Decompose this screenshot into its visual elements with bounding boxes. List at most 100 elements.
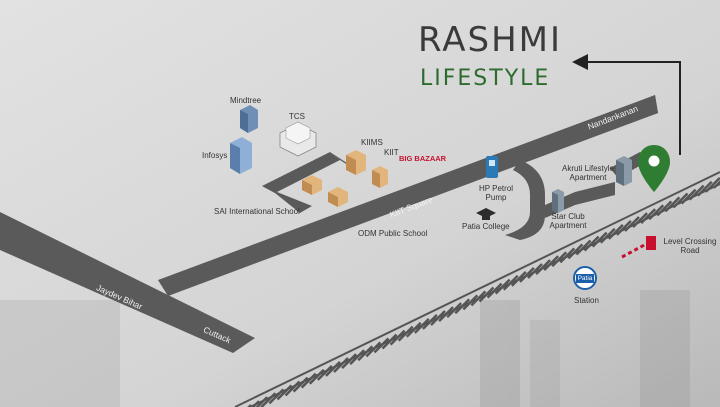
building-icon-infosys [230,137,252,174]
railway-sleeper [381,333,398,350]
railway-sleeper [494,278,511,295]
label-hp-petrol-2: Pump [485,193,507,202]
road-akruti-loop [505,160,545,240]
railway-sleeper [551,251,568,268]
label-infosys: Infosys [202,151,228,160]
railway-sleeper [704,176,720,193]
railway-sleeper [373,337,390,354]
railway-sleeper [430,310,446,326]
railway-sleeper [292,376,309,393]
building-icon-mindtree [240,105,258,133]
railway-sleeper [640,208,657,225]
railway-sleeper [664,196,681,213]
railway-sleeper [672,192,689,209]
railway-sleeper [680,188,697,205]
station-icon: Patia [573,266,597,290]
railway-sleeper [349,349,366,366]
road-kiit-square [158,95,658,296]
location-pin-icon [638,145,670,192]
arrow-icon [572,54,681,155]
label-patia-college: Patia College [462,222,510,231]
railway-sleeper [341,353,357,369]
railway-sleeper [583,235,600,252]
road-school-loop [262,152,340,193]
petrol-pump-icon [486,156,498,178]
road-jaydev-bihar [0,212,255,353]
building-icon-sai-school [302,175,322,195]
label-kiims: KIIMS [361,138,383,147]
label-hp-petrol-1: HP Petrol [478,184,514,193]
railway-sleeper [316,364,333,381]
building-icon-kiims [346,150,366,175]
building-icon-odm-school [328,187,348,207]
station-badge-text: Patia [575,273,595,283]
label-mindtree: Mindtree [230,96,262,105]
railway-sleeper [405,321,422,338]
railway-sleeper [559,247,576,264]
label-kiit: KIIT [384,148,399,157]
railway-sleeper [470,290,487,307]
label-star-club-1: Star Club [551,212,585,221]
road-nandankanan [620,95,658,124]
brand-name: RASHMI [418,20,563,60]
label-odm-school: ODM Public School [358,229,428,238]
building-icon-tcs [279,121,317,157]
railway-sleeper [325,361,341,377]
railway-sleeper [478,286,495,303]
railway-sleeper [365,341,382,358]
label-star-club-2: Apartment [549,221,587,230]
railway-sleeper [591,231,608,248]
railway-sleeper [260,392,277,407]
railway-sleeper [486,282,503,299]
railway-sleeper [713,180,720,189]
railway-sleeper [696,180,713,197]
railway-sleeper [284,380,301,397]
railway-sleeper [510,270,527,287]
railway-sleeper [268,388,285,405]
railway-sleeper [624,216,640,232]
building-icon-kiit [372,166,388,188]
railway-track [234,171,720,407]
label-akruti-1: Akruti Lifestyle [561,164,615,173]
railway-sleeper [454,298,471,315]
railway-sleeper [688,184,705,201]
railway-sleeper [519,267,535,283]
railway-sleeper [527,263,543,279]
building-icon-akruti [616,156,632,186]
railway-sleeper [413,317,430,334]
brand-tagline: LIFESTYLE [420,66,551,91]
railway-sleeper [599,227,616,244]
railway-sleeper [397,325,414,342]
railway-sleeper [333,357,349,373]
railway-sleeper [251,400,260,407]
label-level-crossing-2: Road [680,246,700,255]
railway-sleeper [656,200,673,217]
railway-sleeper [575,239,592,256]
railway-sleeper [543,255,560,272]
railway-sleeper [357,345,374,362]
graduation-cap-icon [476,208,496,220]
railway-sleeper [648,204,665,221]
level-crossing-icon [621,236,656,259]
railway-sleeper [462,294,479,311]
label-akruti-2: Apartment [569,173,607,182]
railway-sleeper [300,372,317,389]
railway-sleeper [632,212,648,228]
railway-sleeper [255,396,269,407]
label-bigbazaar: BIG BAZAAR [399,154,447,163]
railway-sleeper [567,243,584,260]
label-level-crossing-1: Level Crossing [663,237,717,246]
railway-sleeper [308,368,325,385]
background-city [0,290,690,407]
label-sai-school: SAI International School [214,207,300,216]
railway-sleeper [535,259,551,275]
label-tcs: TCS [289,112,305,121]
railway-sleeper [438,306,454,322]
building-icon-star-club [552,189,564,213]
railway-sleeper [276,384,293,401]
railway-sleeper [389,329,406,346]
railway-sleeper [422,314,438,330]
label-station: Station [574,296,599,305]
